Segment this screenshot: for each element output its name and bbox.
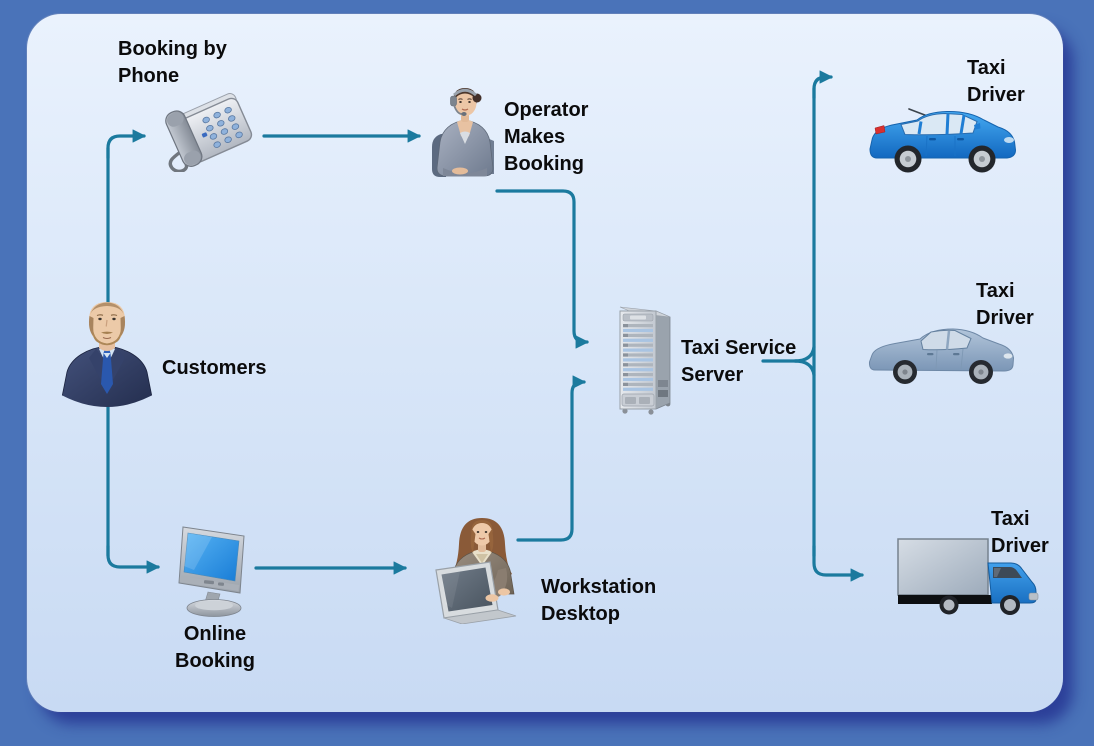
label-taxi-driver-middle: Taxi Driver xyxy=(976,280,1034,329)
taxi-truck-icon xyxy=(893,532,1039,616)
taxi-car-icon xyxy=(863,101,1025,183)
label-booking-by-phone: Booking by Phone xyxy=(118,38,227,87)
label-taxi-driver-bottom: Taxi Driver xyxy=(991,508,1049,557)
label-taxi-service-server: Taxi Service Server xyxy=(681,337,797,386)
monitor-icon xyxy=(174,520,260,620)
workstation-user-icon xyxy=(428,512,538,624)
label-customers: Customers xyxy=(162,357,267,379)
server-icon xyxy=(611,304,677,416)
label-operator-makes-booking: Operator Makes Booking xyxy=(504,99,589,175)
label-taxi-driver-top: Taxi Driver xyxy=(967,57,1025,106)
taxi-sedan-icon xyxy=(863,320,1021,392)
customer-portrait-icon xyxy=(56,296,158,418)
operator-headset-icon xyxy=(429,84,501,190)
label-workstation-desktop: Workstation Desktop xyxy=(541,576,657,625)
label-online-booking: Online Booking xyxy=(175,623,255,672)
desk-phone-icon xyxy=(160,84,256,172)
